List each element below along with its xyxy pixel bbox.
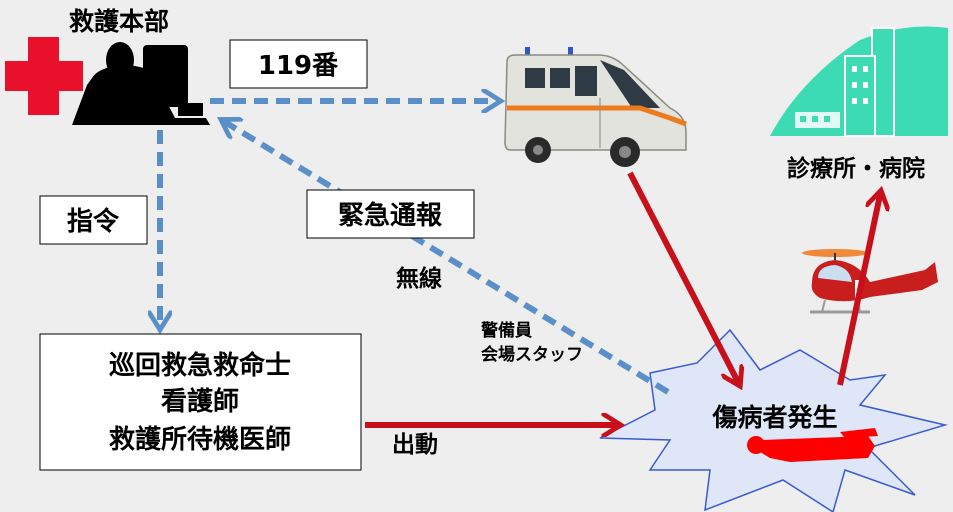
hq-label: 救護本部: [69, 7, 169, 36]
call-119-box: [229, 39, 368, 89]
hospital-label: 診療所・病院: [787, 155, 925, 182]
ambulance-icon: [504, 47, 687, 167]
responders-line1: 巡回救急救命士: [109, 350, 291, 381]
arrow-incident-to-hospital: [837, 195, 880, 386]
responders-box: [39, 333, 362, 471]
responders-line3: 救護所待機医師: [109, 424, 291, 455]
responders-line2: 看護師: [161, 386, 239, 417]
incident-burst: [599, 328, 948, 512]
emergency-report-box: [306, 189, 475, 239]
emergency-report-label: 緊急通報: [338, 201, 443, 231]
security-label-line2: 会場スタッフ: [481, 344, 583, 365]
hospital-icon: [770, 26, 948, 137]
casualty-icon: [747, 428, 878, 462]
command-box: [39, 195, 148, 245]
call-119-label: 119番: [258, 51, 339, 81]
security-label-line1: 警備員: [480, 320, 532, 341]
arrow-ambulance-to-incident: [627, 171, 738, 382]
incident-label: 傷病者発生: [711, 403, 837, 432]
red-cross-icon: [5, 37, 83, 115]
helicopter-icon: [802, 249, 938, 314]
command-label: 指令: [67, 206, 120, 237]
operator-icon: [72, 42, 210, 125]
dispatch-label: 出動: [392, 432, 438, 458]
radio-label: 無線: [396, 265, 442, 292]
